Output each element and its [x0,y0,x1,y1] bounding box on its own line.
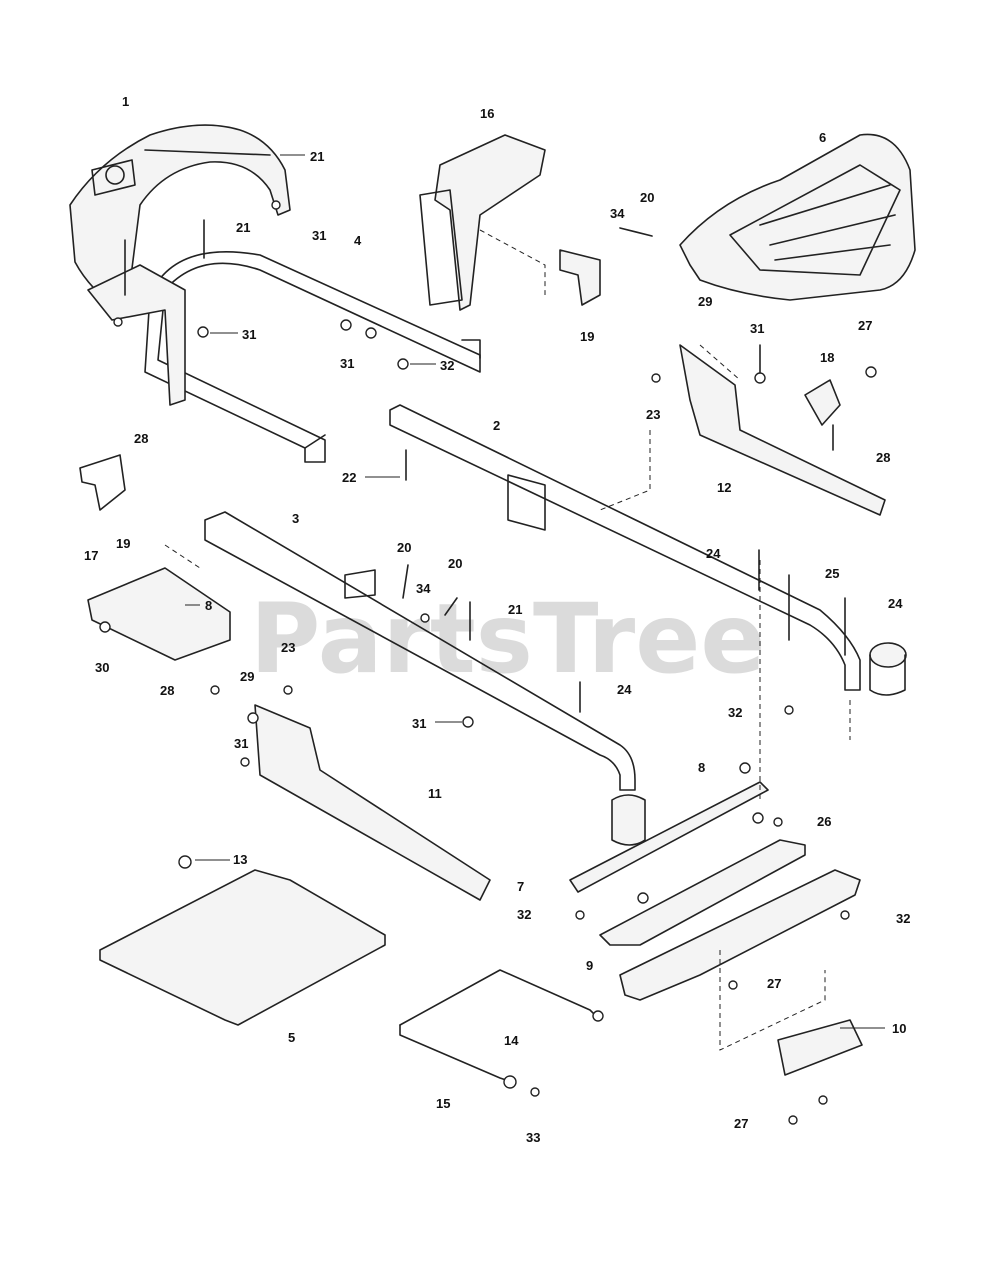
callout-15: 15 [436,1096,450,1111]
lower-right-bracket-part [777,1019,863,1076]
callout-19-a: 19 [580,329,594,344]
callout-8-b: 8 [698,760,705,775]
callout-6: 6 [819,130,826,145]
callout-32-d: 32 [896,911,910,926]
long-bar-part [569,781,769,893]
callout-31-b: 31 [242,327,256,342]
callout-31-d: 31 [750,321,764,336]
callout-14: 14 [504,1033,519,1048]
callout-20-b: 20 [397,540,411,555]
callout-9: 9 [586,958,593,973]
seat-bracket-part [419,134,546,311]
front-hood-part [679,133,916,301]
lower-linkage-part [599,839,861,1001]
callout-8-a: 8 [205,598,212,613]
callout-28-c: 28 [160,683,174,698]
main-rail-part [389,404,907,696]
callout-5: 5 [288,1030,295,1045]
callout-26: 26 [817,814,831,829]
callout-32-b: 32 [728,705,742,720]
u-rod-part [399,969,599,1083]
callout-27-a: 27 [858,318,872,333]
callout-31-c: 31 [340,356,354,371]
callout-27-b: 27 [767,976,781,991]
callout-25: 25 [825,566,839,581]
callout-20-a: 20 [640,190,654,205]
callout-33: 33 [526,1130,540,1145]
right-plate-part [679,344,886,516]
callout-24-c: 24 [617,682,632,697]
floor-plate-part [87,567,231,661]
callout-29-b: 29 [240,669,254,684]
callout-31-f: 31 [412,716,426,731]
callout-23-b: 23 [281,640,295,655]
callout-28-b: 28 [876,450,890,465]
callout-11: 11 [428,786,442,801]
floor-mat-part [99,869,386,1026]
callout-27-c: 27 [734,1116,748,1131]
callout-31-a: 31 [312,228,326,243]
callout-31-e: 31 [234,736,248,751]
callout-7: 7 [517,879,524,894]
callout-3: 3 [292,511,299,526]
callout-leaders [185,154,885,1029]
callout-30: 30 [95,660,109,675]
callout-17: 17 [84,548,98,563]
callout-2: 2 [493,418,500,433]
left-rail-part [204,511,646,846]
callout-21-b: 21 [236,220,250,235]
watermark: PartsTree [250,583,765,695]
callout-4: 4 [354,233,362,248]
callout-32-a: 32 [440,358,454,373]
callout-21-c: 21 [508,602,522,617]
callout-29-a: 29 [698,294,712,309]
callout-28-a: 28 [134,431,148,446]
callout-34-b: 34 [416,581,431,596]
callout-12: 12 [717,480,731,495]
callout-21-a: 21 [310,149,324,164]
callout-18: 18 [820,350,834,365]
callout-16: 16 [480,106,494,121]
callout-10: 10 [892,1021,906,1036]
side-plate-part [254,704,491,901]
callout-13: 13 [233,852,247,867]
callout-24-a: 24 [706,546,721,561]
upper-bracket-part [559,249,601,306]
callout-20-c: 20 [448,556,462,571]
callout-labels: 1 21 16 6 34 20 21 31 4 29 31 31 19 32 3… [84,94,910,1145]
left-bracket-part [79,264,186,511]
callout-32-c: 32 [517,907,531,922]
hardware-fasteners [99,200,877,1125]
callout-34-a: 34 [610,206,625,221]
tube-frame-part [144,251,481,463]
callout-24-b: 24 [888,596,903,611]
callout-22: 22 [342,470,356,485]
callout-23-a: 23 [646,407,660,422]
small-bracket-part [804,379,841,426]
callout-19-b: 19 [116,536,130,551]
alignment-lines [164,229,851,1051]
callout-1: 1 [122,94,129,109]
